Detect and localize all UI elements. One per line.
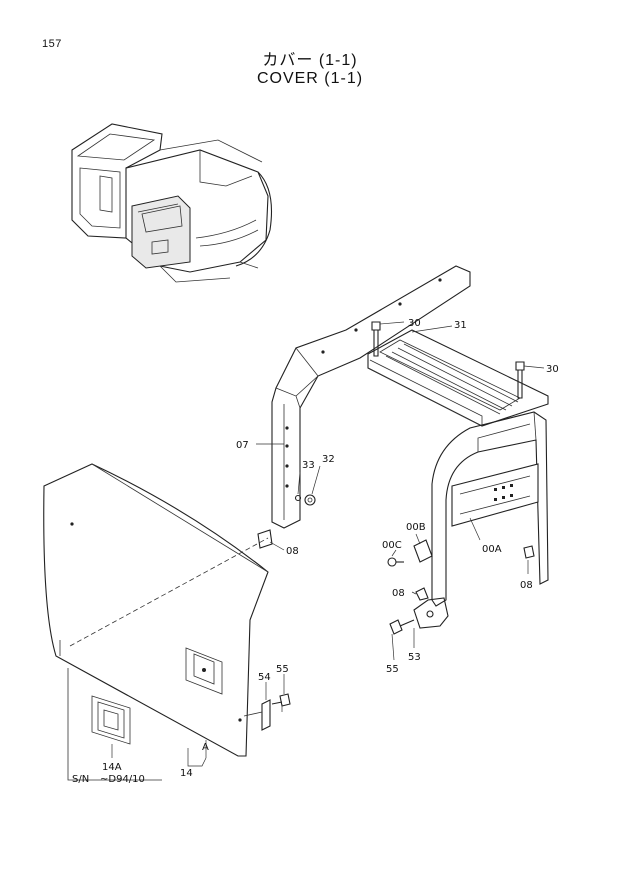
- bolt-08-center: [415, 587, 429, 601]
- machine-overview: [71, 123, 273, 283]
- callout-A: A: [202, 742, 209, 753]
- bolt-30-left: [371, 321, 381, 357]
- callout-14A: 14A: [102, 762, 122, 773]
- washer-33: [294, 494, 302, 502]
- callout-14: 14: [180, 768, 193, 779]
- bolt-55-upper: [271, 693, 291, 707]
- leader-lines: [111, 321, 545, 767]
- latch-bracket-54: [243, 699, 271, 731]
- callout-53: 53: [408, 652, 421, 663]
- callout-08-left: 08: [286, 546, 299, 557]
- bolt-30-right: [515, 361, 525, 399]
- callout-00B: 00B: [406, 522, 426, 533]
- screw-00C: [387, 557, 404, 567]
- callout-30-right: 30: [546, 364, 559, 375]
- bracket-00B: [413, 539, 433, 563]
- detail-inset-14A: [67, 668, 162, 781]
- page-title-japanese: カバー (1-1): [262, 52, 358, 69]
- frame-bracket-07: [271, 265, 471, 529]
- bolt-55-lower: [389, 619, 415, 635]
- callout-07: 07: [236, 440, 249, 451]
- serial-prefix: S/N: [72, 774, 89, 785]
- grille-cover-31: [367, 329, 549, 427]
- callout-55-lower: 55: [386, 664, 399, 675]
- bolt-08-right: [523, 545, 535, 559]
- callout-33: 33: [302, 460, 315, 471]
- callout-54: 54: [258, 672, 271, 683]
- callout-31: 31: [454, 320, 467, 331]
- callout-30-left: 30: [408, 318, 421, 329]
- callout-08-center: 08: [392, 588, 405, 599]
- serial-range: ~D94/10: [100, 774, 145, 785]
- side-cover-14: [43, 463, 269, 757]
- callout-00A: 00A: [482, 544, 502, 555]
- callout-00C: 00C: [382, 540, 402, 551]
- side-frame-assembly: [413, 411, 549, 629]
- grommet-32: [304, 494, 316, 506]
- page-title-english: COVER (1-1): [256, 70, 364, 87]
- page-number: 157: [42, 38, 62, 50]
- callout-55-upper: 55: [276, 664, 289, 675]
- callout-08-right: 08: [520, 580, 533, 591]
- bolt-08-left: [257, 529, 273, 549]
- callout-32: 32: [322, 454, 335, 465]
